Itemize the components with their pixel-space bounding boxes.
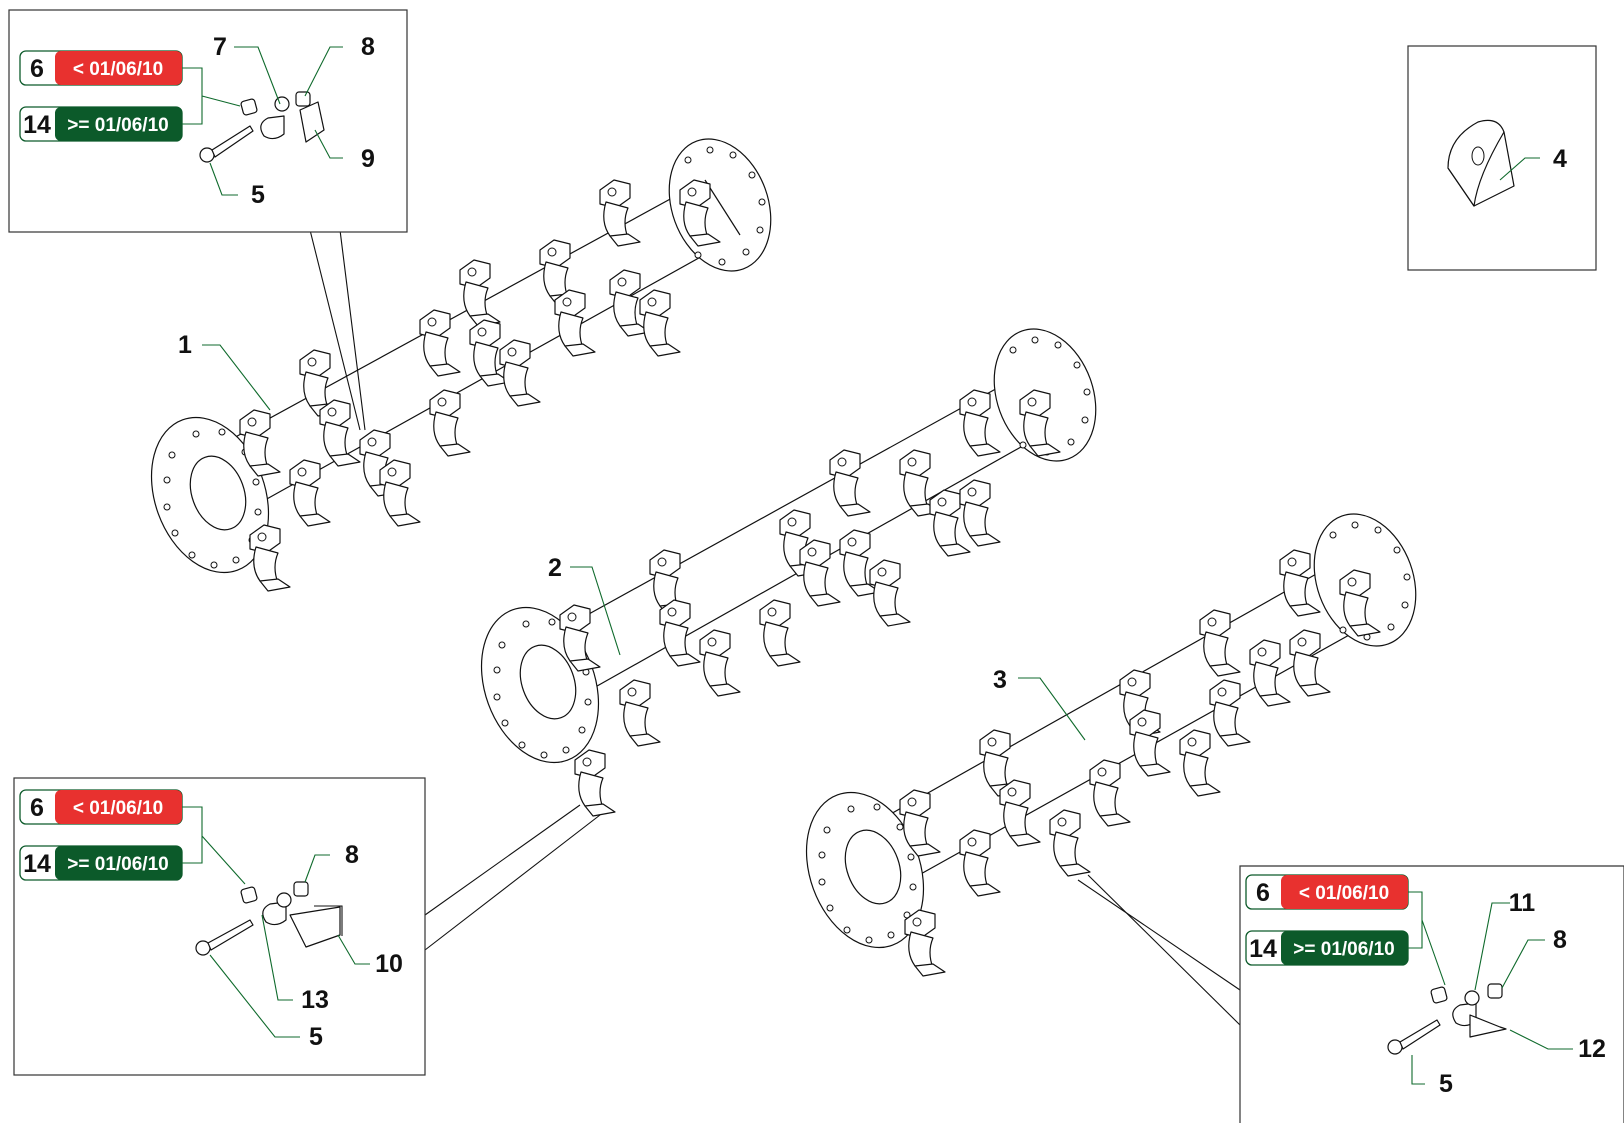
inset-b-parts [195, 881, 343, 956]
callout-c-5: 5 [1439, 1070, 1453, 1098]
before-badge-date-c: < 01/06/10 [1299, 883, 1389, 904]
after-badge-date-c: >= 01/06/10 [1293, 939, 1394, 960]
callout-c-11: 11 [1509, 889, 1536, 917]
inset-c-badges: 6 < 01/06/10 14 >= 01/06/10 [1245, 874, 1446, 986]
before-badge-date: < 01/06/10 [73, 59, 163, 80]
inset-c: 6 < 01/06/10 14 >= 01/06/10 11 8 12 5 [1077, 865, 1624, 1123]
rotor-3 [805, 513, 1417, 977]
inset-a-parts [199, 91, 325, 163]
shackle [260, 115, 285, 140]
callout-c-12: 12 [1578, 1035, 1606, 1063]
before-date-badge-bg [55, 51, 182, 85]
callout-c-8: 8 [1553, 926, 1567, 954]
callout-a-5: 5 [251, 181, 265, 209]
before-badge-date-b: < 01/06/10 [73, 798, 163, 819]
after-badge-date: >= 01/06/10 [67, 115, 168, 136]
inset-c-pointer [1077, 879, 1241, 991]
inset-part-4: 4 [1407, 45, 1597, 271]
rotor-2 [480, 328, 1097, 817]
before-badge-part-c: 6 [1256, 879, 1270, 907]
blade-part [299, 101, 325, 143]
after-badge-part-b: 14 [23, 850, 51, 878]
after-badge-date-b: >= 01/06/10 [67, 854, 168, 875]
nut [295, 91, 311, 107]
inset-a-badges: 6 < 01/06/10 14 >= 01/06/10 [19, 50, 241, 142]
inset-a-pointer [309, 229, 361, 431]
callout-b-8: 8 [345, 841, 359, 869]
rotor-1-disc-holes [163, 146, 766, 569]
callout-1: 1 [178, 331, 192, 359]
callout-b-13: 13 [301, 986, 329, 1014]
inset-b-frame [13, 777, 426, 1076]
callout-a-9: 9 [361, 145, 375, 173]
after-date-badge-bg [55, 107, 182, 141]
spacer-bushing [240, 98, 258, 116]
after-badge-part-c: 14 [1249, 935, 1277, 963]
inset-b: 6 < 01/06/10 14 >= 01/06/10 8 10 13 5 [13, 777, 601, 1076]
after-badge-part: 14 [23, 111, 51, 139]
callout-a-8: 8 [361, 33, 375, 61]
before-badge-part-b: 6 [30, 794, 44, 822]
callout-b-10: 10 [375, 950, 403, 978]
inset-b-badges: 6 < 01/06/10 14 >= 01/06/10 [19, 789, 246, 885]
callout-a-7: 7 [213, 33, 227, 61]
inset-b-pointer [424, 804, 581, 916]
callout-b-5: 5 [309, 1023, 323, 1051]
before-badge-part: 6 [30, 55, 44, 83]
inset-a: 6 < 01/06/10 14 >= 01/06/10 7 8 9 5 [8, 9, 408, 431]
callout-3: 3 [993, 666, 1007, 694]
callout-4: 4 [1553, 145, 1567, 173]
callout-2: 2 [548, 554, 562, 582]
inset-c-parts [1387, 983, 1507, 1055]
rotor-3-disc-holes [818, 521, 1411, 944]
bolt-shaft [211, 125, 254, 158]
